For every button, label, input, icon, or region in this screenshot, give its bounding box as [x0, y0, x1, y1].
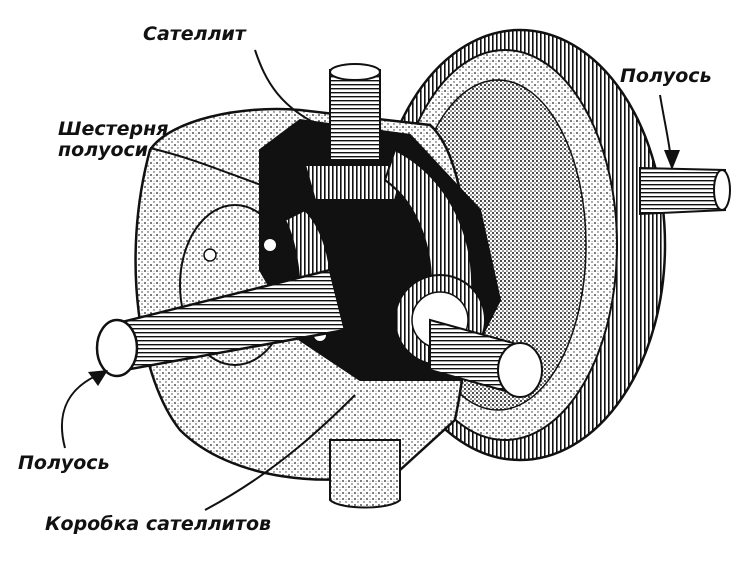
label-half-axle-gear: Шестерня полуоси [58, 119, 168, 161]
label-half-axle-gear-line1: Шестерня [58, 118, 169, 140]
right-inner-shaft [429, 318, 543, 398]
label-half-axle-left: Полуось [18, 452, 110, 474]
arrow-heads [88, 150, 680, 386]
left-half-axle [95, 268, 347, 378]
label-half-axle-gear-line2: полуоси [58, 138, 149, 161]
label-satellite: Сателлит [143, 23, 246, 45]
label-satellite-box: Коробка сателлитов [45, 513, 272, 535]
satellite-gear [303, 63, 407, 201]
leader-gear [149, 147, 291, 196]
leader-lines [60, 49, 673, 511]
leader-satellite [254, 49, 331, 131]
right-half-axle [639, 166, 731, 216]
label-half-axle-right: Полуось [620, 65, 712, 87]
leader-box [204, 394, 356, 511]
